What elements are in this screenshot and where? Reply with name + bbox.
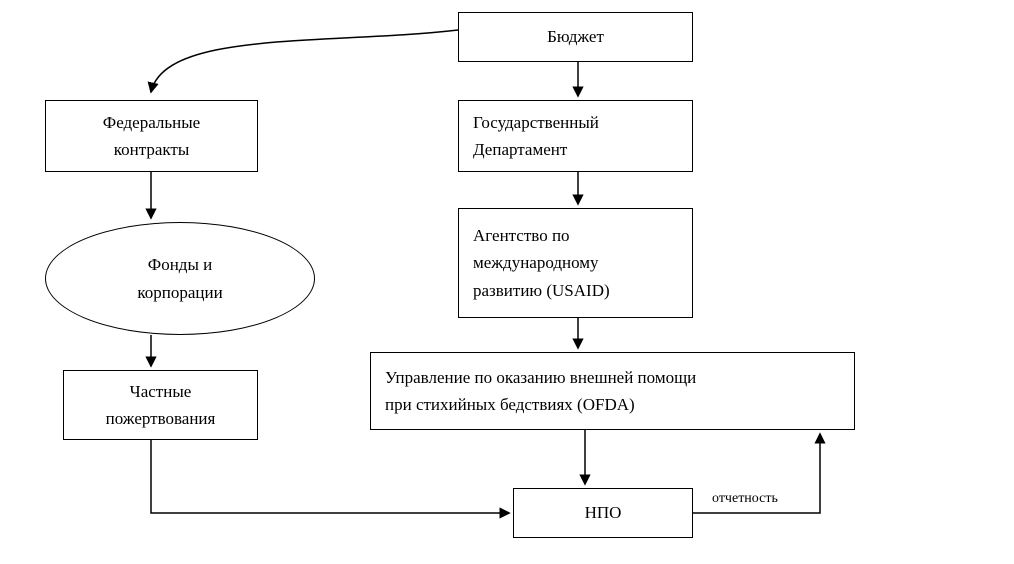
node-state-department: Государственный Департамент [458, 100, 693, 172]
node-usaid: Агентство по международному развитию (US… [458, 208, 693, 318]
node-budget: Бюджет [458, 12, 693, 62]
node-federal-contracts: Федеральные контракты [45, 100, 258, 172]
node-funds-and-corporations: Фонды и корпорации [45, 222, 315, 335]
node-private-donations: Частные пожертвования [63, 370, 258, 440]
node-ofda: Управление по оказанию внешней помощи пр… [370, 352, 855, 430]
arrow-private-donations-to-ngo [150, 440, 511, 519]
node-ngo: НПО [513, 488, 693, 538]
edge-label-reporting: отчетность [712, 491, 778, 506]
arrow-budget-to-federal-contracts [147, 29, 459, 94]
arrow-ngo-to-ofda-reporting [693, 432, 826, 514]
